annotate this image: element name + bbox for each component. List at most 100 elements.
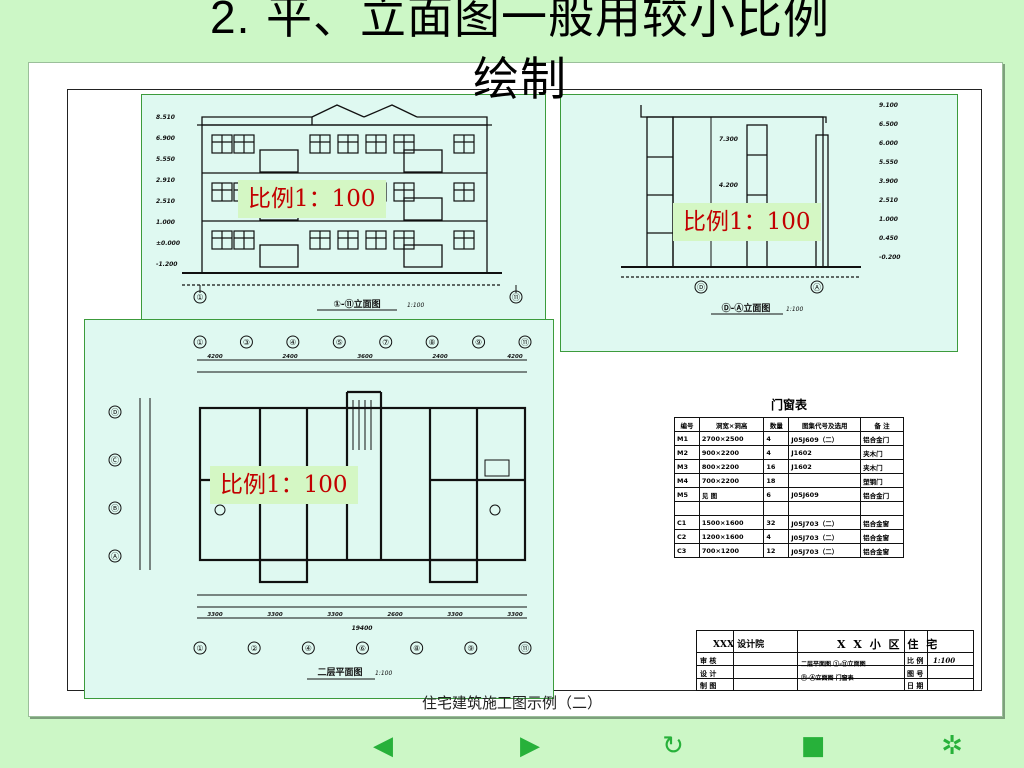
plan-axis-side: Ⓒ [111,456,119,465]
plan-axis-bottom: ⑧ [413,644,420,653]
door-table-cell: J05J609 [788,487,862,502]
door-table-cell: J05J609（二） [788,431,862,446]
plan-axis-top: ⑧ [429,338,436,347]
door-table-cell: M4 [674,473,700,488]
tb-label-draw: 制 图 [700,681,717,690]
plan-dim-top: 4200 [207,354,222,360]
door-table-cell: 900×2200 [698,445,765,460]
tb-label-date: 日 期 [907,681,924,690]
side-level-mark: 6.500 [879,121,898,128]
door-table-cell: 夹木门 [860,445,904,460]
plan-dim-bottom: 3300 [207,612,222,618]
plan-axis-bottom: ② [251,644,258,653]
door-table-cell: 铝合金门 [860,431,904,446]
side-elevation-drawing: 9.1006.5006.0005.5503.9002.5101.0000.450… [621,102,900,315]
door-table-cell: 塑钢门 [860,473,904,488]
slide-caption: 住宅建筑施工图示例（二） [421,694,602,712]
side-level-mark: 0.450 [879,235,898,242]
stop-button[interactable]: ■ [795,728,831,764]
side-level-mark: -0.200 [879,254,900,261]
elevation-level-mark: 8.510 [156,114,175,121]
plan-axis-side: Ⓑ [111,504,119,513]
floor-plan-caption-scale: 1:100 [375,670,392,677]
plan-axis-side: Ⓓ [111,408,119,417]
plan-dim-bottom: 2600 [387,612,402,618]
door-table-cell [788,501,862,516]
door-table-cell [763,501,790,516]
door-table-cell: 18 [763,473,790,488]
floor-plan-scale-label: 比例1：100 [210,466,358,504]
front-elevation-caption-scale: 1:100 [407,302,424,309]
door-table-header-cell: 图集代号及选用 [788,417,862,432]
plan-axis-bottom: ⑪ [521,644,529,653]
tb-label-scale: 比 例 [907,656,924,665]
title-line-2: 绘制 [473,52,567,106]
plan-axis-top: ③ [243,338,250,347]
stop-icon: ■ [800,731,826,761]
side-elevation-caption-scale: 1:100 [786,306,803,313]
door-table-cell: M1 [674,431,700,446]
prev-slide-button[interactable]: ◀ [365,728,401,764]
plan-axis-top: ⑦ [382,338,389,347]
door-table-cell: J1602 [788,459,862,474]
front-axis-right: ⑪ [512,293,520,302]
title-line-1: 平、立面图一般用较小比例 [266,0,830,44]
door-table-cell [788,473,862,488]
door-table-cell: M3 [674,459,700,474]
door-table-cell: J1602 [788,445,862,460]
door-table-cell: 700×2200 [698,473,765,488]
next-slide-button[interactable]: ▶ [512,728,548,764]
plan-dim-top: 3600 [357,354,372,360]
plan-dim-top: 2400 [282,354,297,360]
door-table-cell: 32 [763,515,790,530]
door-table-cell: C3 [674,543,700,558]
front-elevation-caption: ①-⑪立面图 [333,298,380,310]
elevation-level-mark: 1.000 [156,219,175,226]
door-table-cell: 4 [763,445,790,460]
side-level-mark: 9.100 [879,102,898,109]
door-table-cell: 夹木门 [860,459,904,474]
door-table-cell: J05J703（二） [788,529,862,544]
door-table-cell: 见 图 [698,487,765,502]
tb-label-number: 图 号 [907,669,924,678]
elevation-level-mark: 2.510 [156,198,175,205]
menu-button[interactable]: ✲ [934,728,970,764]
front-elevation-drawing: 8.5106.9005.5502.9102.5101.000±0.000-1.2… [156,104,523,311]
side-axis-left: Ⓓ [697,283,705,292]
replay-icon: ↻ [662,731,684,761]
plan-axis-side: Ⓐ [111,552,119,561]
side-level-mark: 6.000 [879,140,898,147]
front-axis-left: ① [196,293,203,302]
plan-axis-top: ④ [289,338,296,347]
door-table-cell: 铝合金门 [860,487,904,502]
prev-arrow-icon: ◀ [373,731,393,761]
title-block: XXX 设计院 X X 小 区 住 宅 审 核 设 计 制 图 二层平面图 ①-… [696,630,974,691]
table-row [674,501,904,516]
door-table-cell: C2 [674,529,700,544]
side-level-mark: 4.200 [719,182,738,189]
door-table-cell: 4 [763,431,790,446]
door-table-cell: 800×2200 [698,459,765,474]
side-level-mark: 2.510 [879,197,898,204]
tb-drawing-line2: Ⓓ-Ⓐ立面图 门窗表 [801,675,854,682]
plan-axis-bottom: ① [196,644,203,653]
tb-scale-value: 1:100 [933,656,956,665]
door-table-cell: 1500×1600 [698,515,765,530]
door-table-cell: M2 [674,445,700,460]
door-table-cell: M5 [674,487,700,502]
plan-dim-bottom: 3300 [327,612,342,618]
door-table-cell [860,501,904,516]
front-elevation-scale-label: 比例1：100 [238,180,386,218]
menu-icon: ✲ [941,731,963,761]
project-name: X X 小 区 住 宅 [837,638,940,651]
replay-button[interactable]: ↻ [655,728,691,764]
side-axis-right: Ⓐ [813,283,821,292]
plan-dim-top: 4200 [507,354,522,360]
